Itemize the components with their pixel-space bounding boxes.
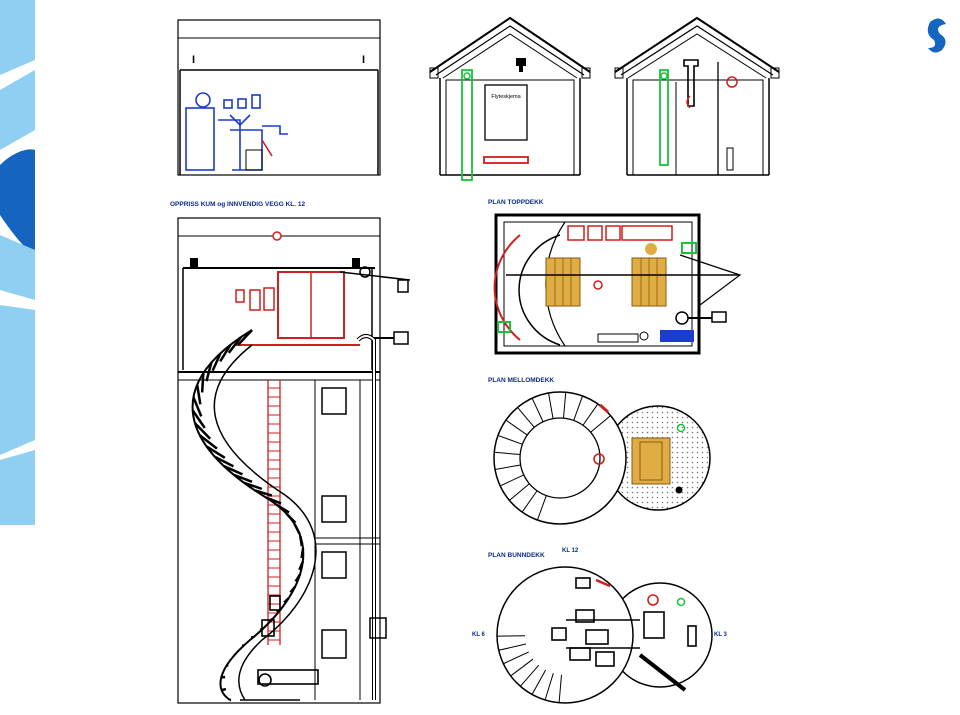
stair-tread — [233, 473, 253, 483]
plan-top-deck — [493, 213, 742, 355]
stair-tread — [505, 419, 528, 436]
stair-tread — [194, 422, 212, 440]
stair-tread — [289, 585, 297, 594]
kl6-label: KL 6 — [472, 632, 486, 638]
stair-tread — [191, 409, 206, 429]
elevation-title: OPPRISS KUM og INNVENDIG VEGG KL. 12 — [170, 201, 305, 208]
kl3-label: KL 3 — [714, 632, 728, 638]
stair-tread — [573, 395, 584, 421]
plan-bottom-title: PLAN BUNNDEKK — [488, 552, 545, 559]
spiral-staircase — [191, 329, 317, 702]
stair-tread — [558, 674, 563, 703]
plan-mid-title: PLAN MELLOMDEKK — [488, 377, 554, 384]
stair-tread — [531, 669, 547, 695]
stair-tread — [265, 496, 282, 505]
stair-tread — [221, 687, 227, 692]
stair-tread — [211, 352, 222, 372]
stair-tread — [199, 434, 218, 450]
svg-text:I: I — [362, 54, 365, 66]
stair-tread — [293, 523, 301, 535]
stair-tread — [544, 673, 554, 701]
stair-tread — [494, 464, 521, 470]
stair-tread — [521, 490, 538, 513]
plan-mid-deck — [493, 391, 711, 525]
stair-tread — [250, 635, 255, 639]
plan-bottom-deck — [496, 566, 713, 704]
stair-tread — [276, 503, 290, 514]
stair-tread — [298, 561, 304, 571]
schematic-sign-label: Flyteskjema — [491, 94, 521, 100]
brand-logo-fragment — [0, 0, 946, 525]
stair-tread — [227, 336, 242, 354]
stair-tread — [499, 474, 524, 487]
stair-tread — [243, 481, 263, 491]
interior-wall-elevation: I I — [177, 19, 381, 176]
stair-tread — [283, 597, 290, 604]
stair-tread — [192, 396, 203, 417]
side-elevation-house — [614, 16, 780, 176]
stair-tread — [205, 362, 213, 382]
stair-tread — [590, 415, 611, 433]
stair-tread — [497, 434, 523, 445]
stair-tread — [206, 445, 226, 459]
stair-tread — [223, 465, 244, 476]
stair-tread — [494, 451, 521, 456]
stair-tread — [254, 489, 273, 497]
stair-tread — [510, 658, 534, 677]
stair-tread — [299, 535, 303, 547]
stair-tread — [509, 483, 530, 501]
stair-tread — [582, 403, 599, 426]
stair-tread — [300, 548, 305, 559]
svg-text:I: I — [192, 54, 195, 66]
stair-tread — [503, 651, 529, 665]
stair-tread — [517, 407, 535, 428]
plan-top-title: PLAN TOPPDEKK — [488, 199, 544, 206]
stair-tread — [200, 373, 205, 393]
stair-tread — [562, 392, 567, 419]
stair-tread — [548, 392, 554, 419]
stair-tread — [285, 512, 297, 524]
grating-left — [545, 257, 581, 307]
stair-tread — [237, 329, 253, 346]
stair-tread — [219, 344, 232, 363]
stair-tread — [195, 384, 202, 405]
grating-right — [631, 257, 667, 307]
stair-tread — [214, 455, 234, 468]
stair-tread — [520, 664, 540, 687]
stair-tread — [498, 643, 527, 651]
front-elevation-house: Flyteskjema — [429, 16, 591, 181]
vertical-section — [177, 217, 411, 704]
kl12-label: KL 12 — [562, 548, 579, 554]
stair-tread — [294, 573, 302, 583]
stair-tread — [531, 397, 544, 422]
stair-tread — [536, 495, 547, 521]
